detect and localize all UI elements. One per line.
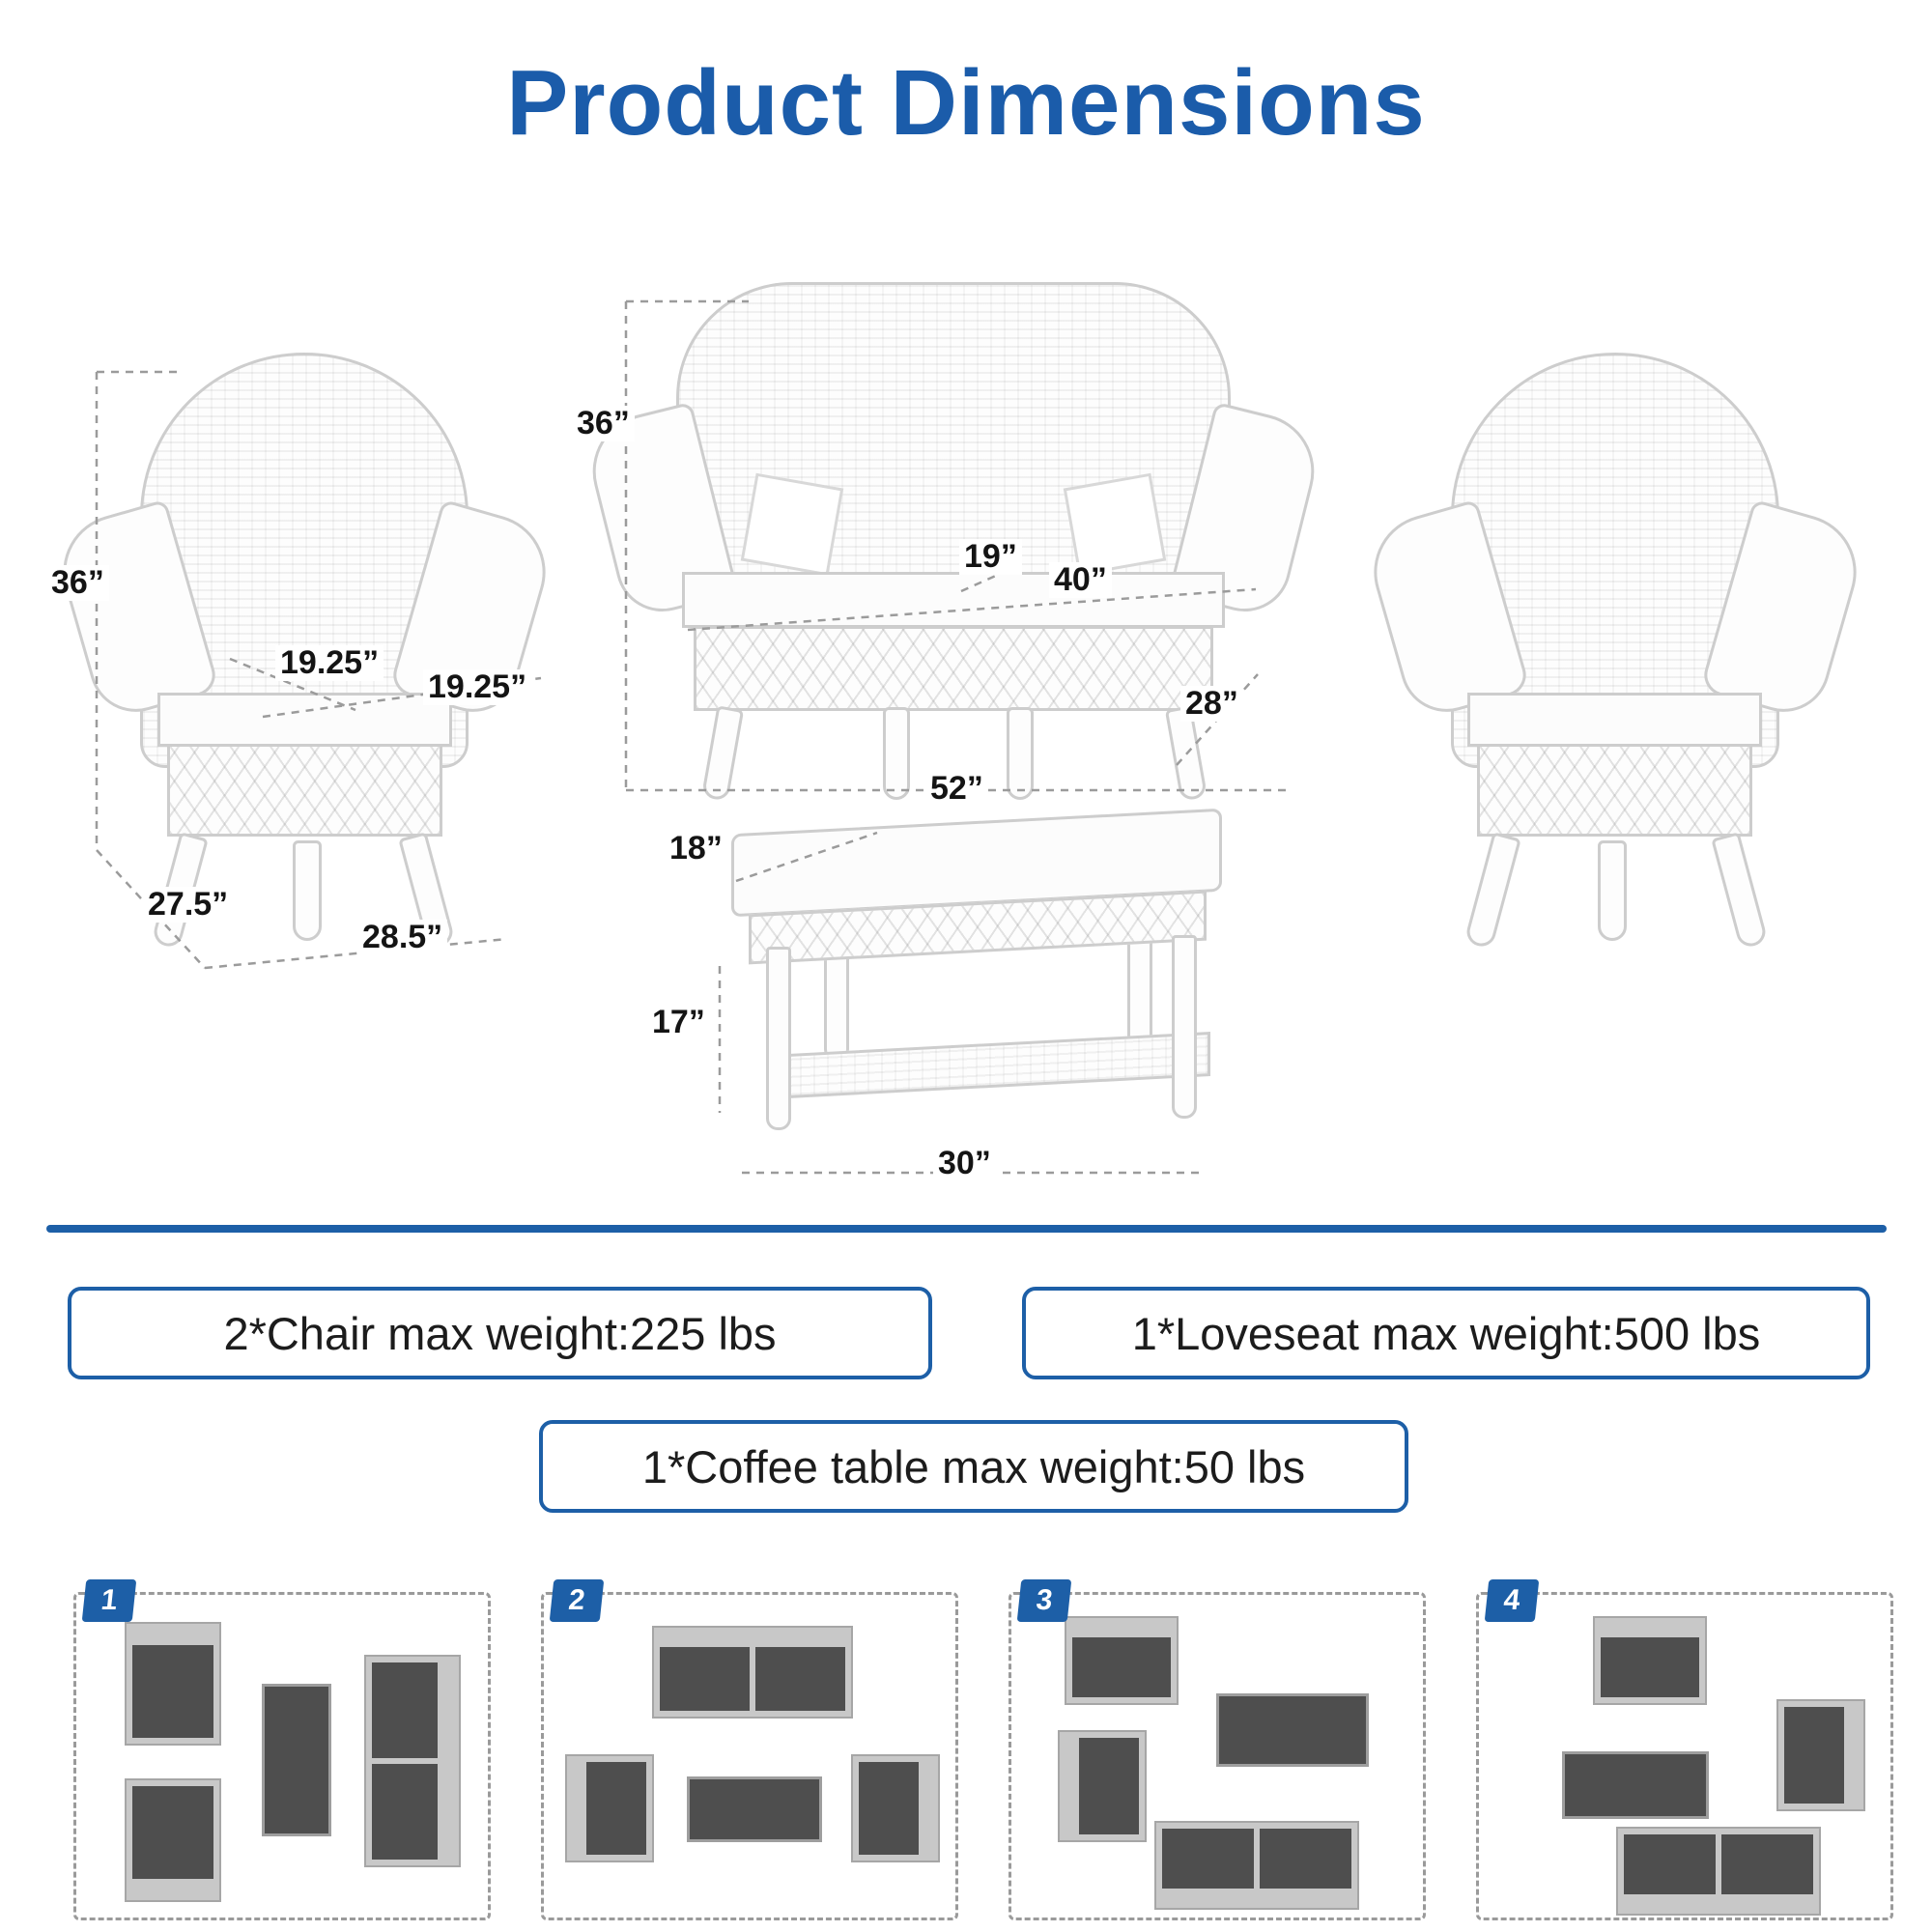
coffee-table-illustration (710, 800, 1251, 1186)
table-leg (766, 947, 791, 1130)
spec-loveseat-text: 1*Loveseat max weight:500 lbs (1131, 1307, 1761, 1359)
dim-loveseat-height: 36” (572, 405, 635, 442)
page-title: Product Dimensions (506, 51, 1426, 155)
topview-loveseat (364, 1655, 461, 1867)
loveseat-leg (1007, 707, 1034, 800)
dim-chair-seat-depth: 19.25” (275, 644, 384, 682)
chair-illustration-left (49, 353, 559, 990)
spec-chair-text: 2*Chair max weight:225 lbs (223, 1307, 777, 1359)
layout-option-1: 1 (73, 1579, 491, 1920)
topview-chair (1065, 1616, 1179, 1705)
spec-coffee-table-text: 1*Coffee table max weight:50 lbs (641, 1440, 1306, 1492)
loveseat-illustration (580, 282, 1327, 809)
topview-loveseat (1616, 1827, 1821, 1916)
layout-3-badge: 3 (1016, 1579, 1072, 1622)
layout-option-3: 3 (1009, 1579, 1426, 1920)
dim-chair-height: 36” (46, 564, 109, 602)
chair-seat (157, 693, 452, 747)
topview-chair (1058, 1730, 1147, 1842)
section-divider (46, 1225, 1887, 1233)
dimension-lines (95, 299, 1287, 1175)
topview-table (262, 1684, 331, 1836)
chair-leg (293, 840, 322, 941)
dim-loveseat-base-width: 52” (925, 770, 988, 808)
topview-table (687, 1776, 822, 1842)
dim-chair-base-width: 28.5” (357, 919, 448, 956)
topview-loveseat (1154, 1821, 1359, 1910)
spec-loveseat-max-weight: 1*Loveseat max weight:500 lbs (1022, 1287, 1870, 1379)
topview-chair (851, 1754, 940, 1862)
dim-loveseat-seat-width: 40” (1049, 561, 1112, 599)
topview-chair (125, 1622, 221, 1746)
chair-skirt (167, 744, 442, 837)
layout-1-badge: 1 (81, 1579, 137, 1622)
topview-loveseat (652, 1626, 853, 1719)
layout-2-badge: 2 (549, 1579, 605, 1622)
layout-4-badge: 4 (1484, 1579, 1540, 1622)
dim-table-top-depth: 18” (665, 830, 727, 867)
spec-coffee-table-max-weight: 1*Coffee table max weight:50 lbs (539, 1420, 1408, 1513)
dim-table-leg-height: 17” (647, 1004, 710, 1041)
table-leg (1172, 935, 1197, 1119)
dim-loveseat-seat-depth: 19” (959, 538, 1022, 576)
dim-chair-seat-width: 19.25” (423, 668, 532, 706)
layout-option-4: 4 (1476, 1579, 1893, 1920)
dim-loveseat-base-depth: 28” (1180, 685, 1243, 723)
spec-chair-max-weight: 2*Chair max weight:225 lbs (68, 1287, 932, 1379)
layout-option-2: 2 (541, 1579, 958, 1920)
topview-chair (125, 1778, 221, 1902)
table-leg (1127, 925, 1152, 1051)
topview-table (1216, 1693, 1369, 1767)
dim-table-width: 30” (933, 1145, 996, 1182)
loveseat-skirt (694, 626, 1213, 711)
topview-chair (565, 1754, 654, 1862)
topview-chair (1593, 1616, 1707, 1705)
loveseat-leg (883, 707, 910, 800)
topview-table (1562, 1751, 1709, 1819)
dim-chair-base-depth: 27.5” (143, 886, 234, 923)
topview-chair (1776, 1699, 1865, 1811)
